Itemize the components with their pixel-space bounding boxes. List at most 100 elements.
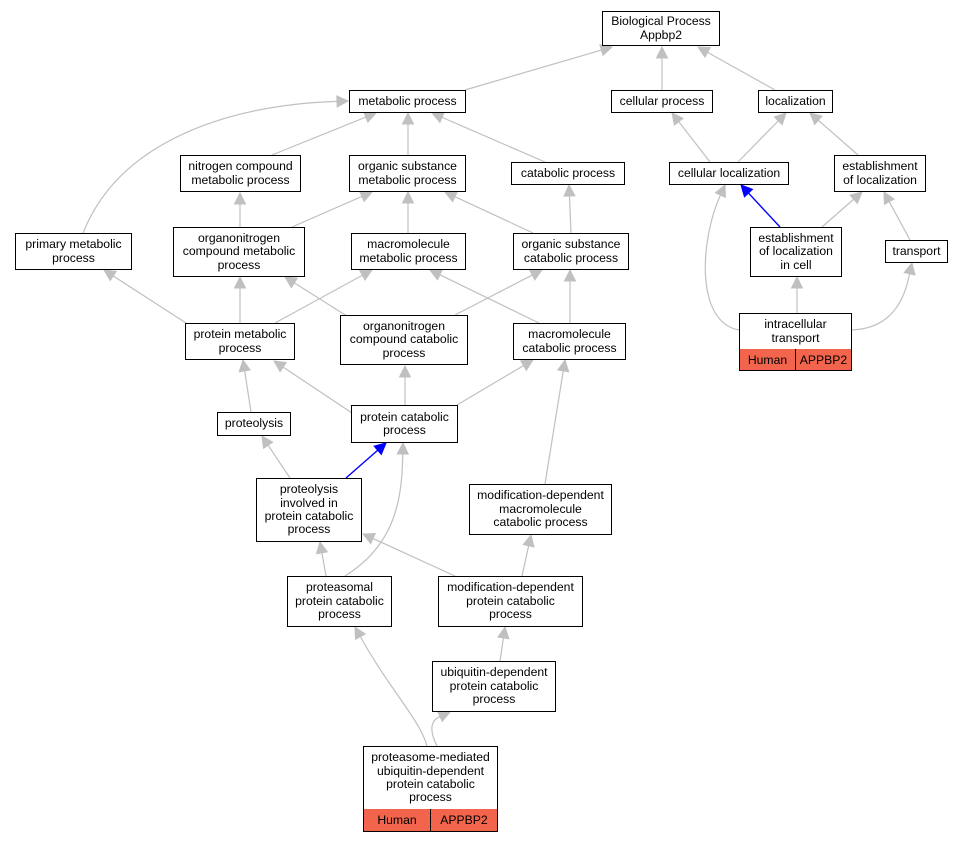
edge [737,120,779,163]
edge [271,116,367,156]
node-establishment-of-localization-in-cell[interactable]: establishment of localization in cell [750,227,842,277]
node-label: protein catabolic process [360,409,449,437]
edge [267,444,291,479]
node-label: proteasomal protein catabolic process [295,580,384,622]
node-catabolic-process[interactable]: catabolic process [511,162,625,185]
node-localization[interactable]: localization [758,90,833,113]
edge [499,637,504,662]
node-ubiquitin-dependent-protein-catabolic-process[interactable]: ubiquitin-dependent protein catabolic pr… [432,661,556,712]
node-metabolic-process[interactable]: metabolic process [349,90,466,113]
edge [851,273,911,331]
edge [454,196,534,234]
node-label: nitrogen compound metabolic process [188,159,293,187]
edge [441,116,546,163]
edge [568,195,572,234]
node-label: ubiquitin-dependent protein catabolic pr… [440,665,548,707]
edge [359,636,428,747]
node-transport[interactable]: transport [885,240,948,263]
edge-arrowhead [790,275,804,289]
node-organonitrogen-compound-catabolic-process[interactable]: organonitrogen compound catabolic proces… [340,315,468,365]
node-label: intracellular transport [764,317,827,345]
node-label: cellular localization [677,165,781,180]
edge-arrowhead [599,44,614,57]
node-modification-dependent-macromolecule-catabolic-process[interactable]: modification-dependent macromolecule cat… [469,484,612,535]
node-macromolecule-catabolic-process[interactable]: macromolecule catabolic process [513,323,626,360]
edge-arrowhead [261,435,274,450]
edge-arrowhead [401,190,415,204]
root-title: Biological Process [611,14,711,29]
edge [456,365,524,406]
node-label: catabolic process [520,165,616,180]
edge-arrowhead [563,268,577,282]
edge-arrowhead [315,540,329,555]
edge [345,449,379,479]
node-proteolysis[interactable]: proteolysis [217,412,291,436]
node-proteasomal-protein-catabolic-process[interactable]: proteasomal protein catabolic process [287,576,392,627]
edge [291,195,363,228]
edge [521,545,530,577]
edge [112,275,187,324]
node-establishment-of-localization[interactable]: establishment of localization [834,155,926,192]
edge-arrowhead [284,276,299,289]
node-nitrogen-compound-metabolic-process[interactable]: nitrogen compound metabolic process [180,155,301,192]
edge-arrowhead [671,112,685,126]
node-label: organic substance metabolic process [358,159,457,187]
node-label: proteasome-mediated ubiquitin-dependent … [371,750,490,805]
node-proteolysis-involved-in-protein-catabolic-process[interactable]: proteolysis involved in protein cataboli… [256,478,362,542]
edge-arrowhead [233,191,247,205]
node-label: organonitrogen compound catabolic proces… [349,318,459,360]
species-cell: Human [747,352,788,367]
node-label: metabolic process [358,93,457,108]
node-proteasome-mediated-ubiquitin-dependent-protein-catabolic-process[interactable]: proteasome-mediated ubiquitin-dependent … [363,746,498,810]
node-protein-catabolic-process[interactable]: protein catabolic process [351,405,458,443]
edge-arrowhead [903,261,916,276]
node-primary-metabolic-process[interactable]: primary metabolic process [15,233,132,270]
edge [707,51,776,91]
edge [82,100,338,234]
edge-arrowhead [849,191,863,205]
edge-arrowhead [497,625,510,640]
edge [344,453,404,577]
edge [678,121,711,163]
edge [244,370,252,413]
edge-arrowhead [396,441,410,455]
node-macromolecule-metabolic-process[interactable]: macromolecule metabolic process [351,233,466,270]
edge [282,366,353,414]
node-modification-dependent-protein-catabolic-process[interactable]: modification-dependent protein catabolic… [438,576,583,627]
edge-arrowhead [519,359,534,372]
node-label: cellular process [619,93,705,108]
species-cell: Human [377,813,417,827]
gene-annotation-intracellular-transport[interactable]: Human APPBP2 [739,349,852,371]
edge [704,194,740,331]
node-label: protein metabolic process [193,327,287,355]
node-label: localization [765,93,826,108]
edge [431,715,441,747]
edge [464,49,602,91]
node-cellular-process[interactable]: cellular process [611,90,713,113]
edge-arrowhead [655,45,669,59]
edge [321,552,327,577]
edge-arrowhead [233,275,247,289]
node-label: organonitrogen compound metabolic proces… [182,230,296,272]
edge-arrowhead [273,360,288,373]
node-label: macromolecule metabolic process [359,237,458,265]
edge [372,538,456,577]
node-organonitrogen-compound-metabolic-process[interactable]: organonitrogen compound metabolic proces… [173,227,305,277]
root-subtitle: Appbp2 [639,27,683,42]
node-intracellular-transport[interactable]: intracellular transport [739,313,852,350]
edge-arrowhead [373,442,387,456]
node-biological-process-root[interactable]: Biological Process Appbp2 [602,11,720,46]
node-organic-substance-metabolic-process[interactable]: organic substance metabolic process [349,155,466,192]
node-cellular-localization[interactable]: cellular localization [669,162,789,185]
edge [544,370,564,485]
edge-arrowhead [563,183,576,197]
node-organic-substance-catabolic-process[interactable]: organic substance catabolic process [513,233,629,270]
gene-annotation-proteasome-mediated[interactable]: Human APPBP2 [363,809,498,832]
node-label: establishment of localization in cell [758,230,834,272]
node-label: modification-dependent macromolecule cat… [477,488,604,530]
edge-arrowhead [556,358,570,373]
node-protein-metabolic-process[interactable]: protein metabolic process [185,323,295,360]
node-label: establishment of localization [842,159,918,187]
node-label: organic substance catabolic process [521,237,621,265]
